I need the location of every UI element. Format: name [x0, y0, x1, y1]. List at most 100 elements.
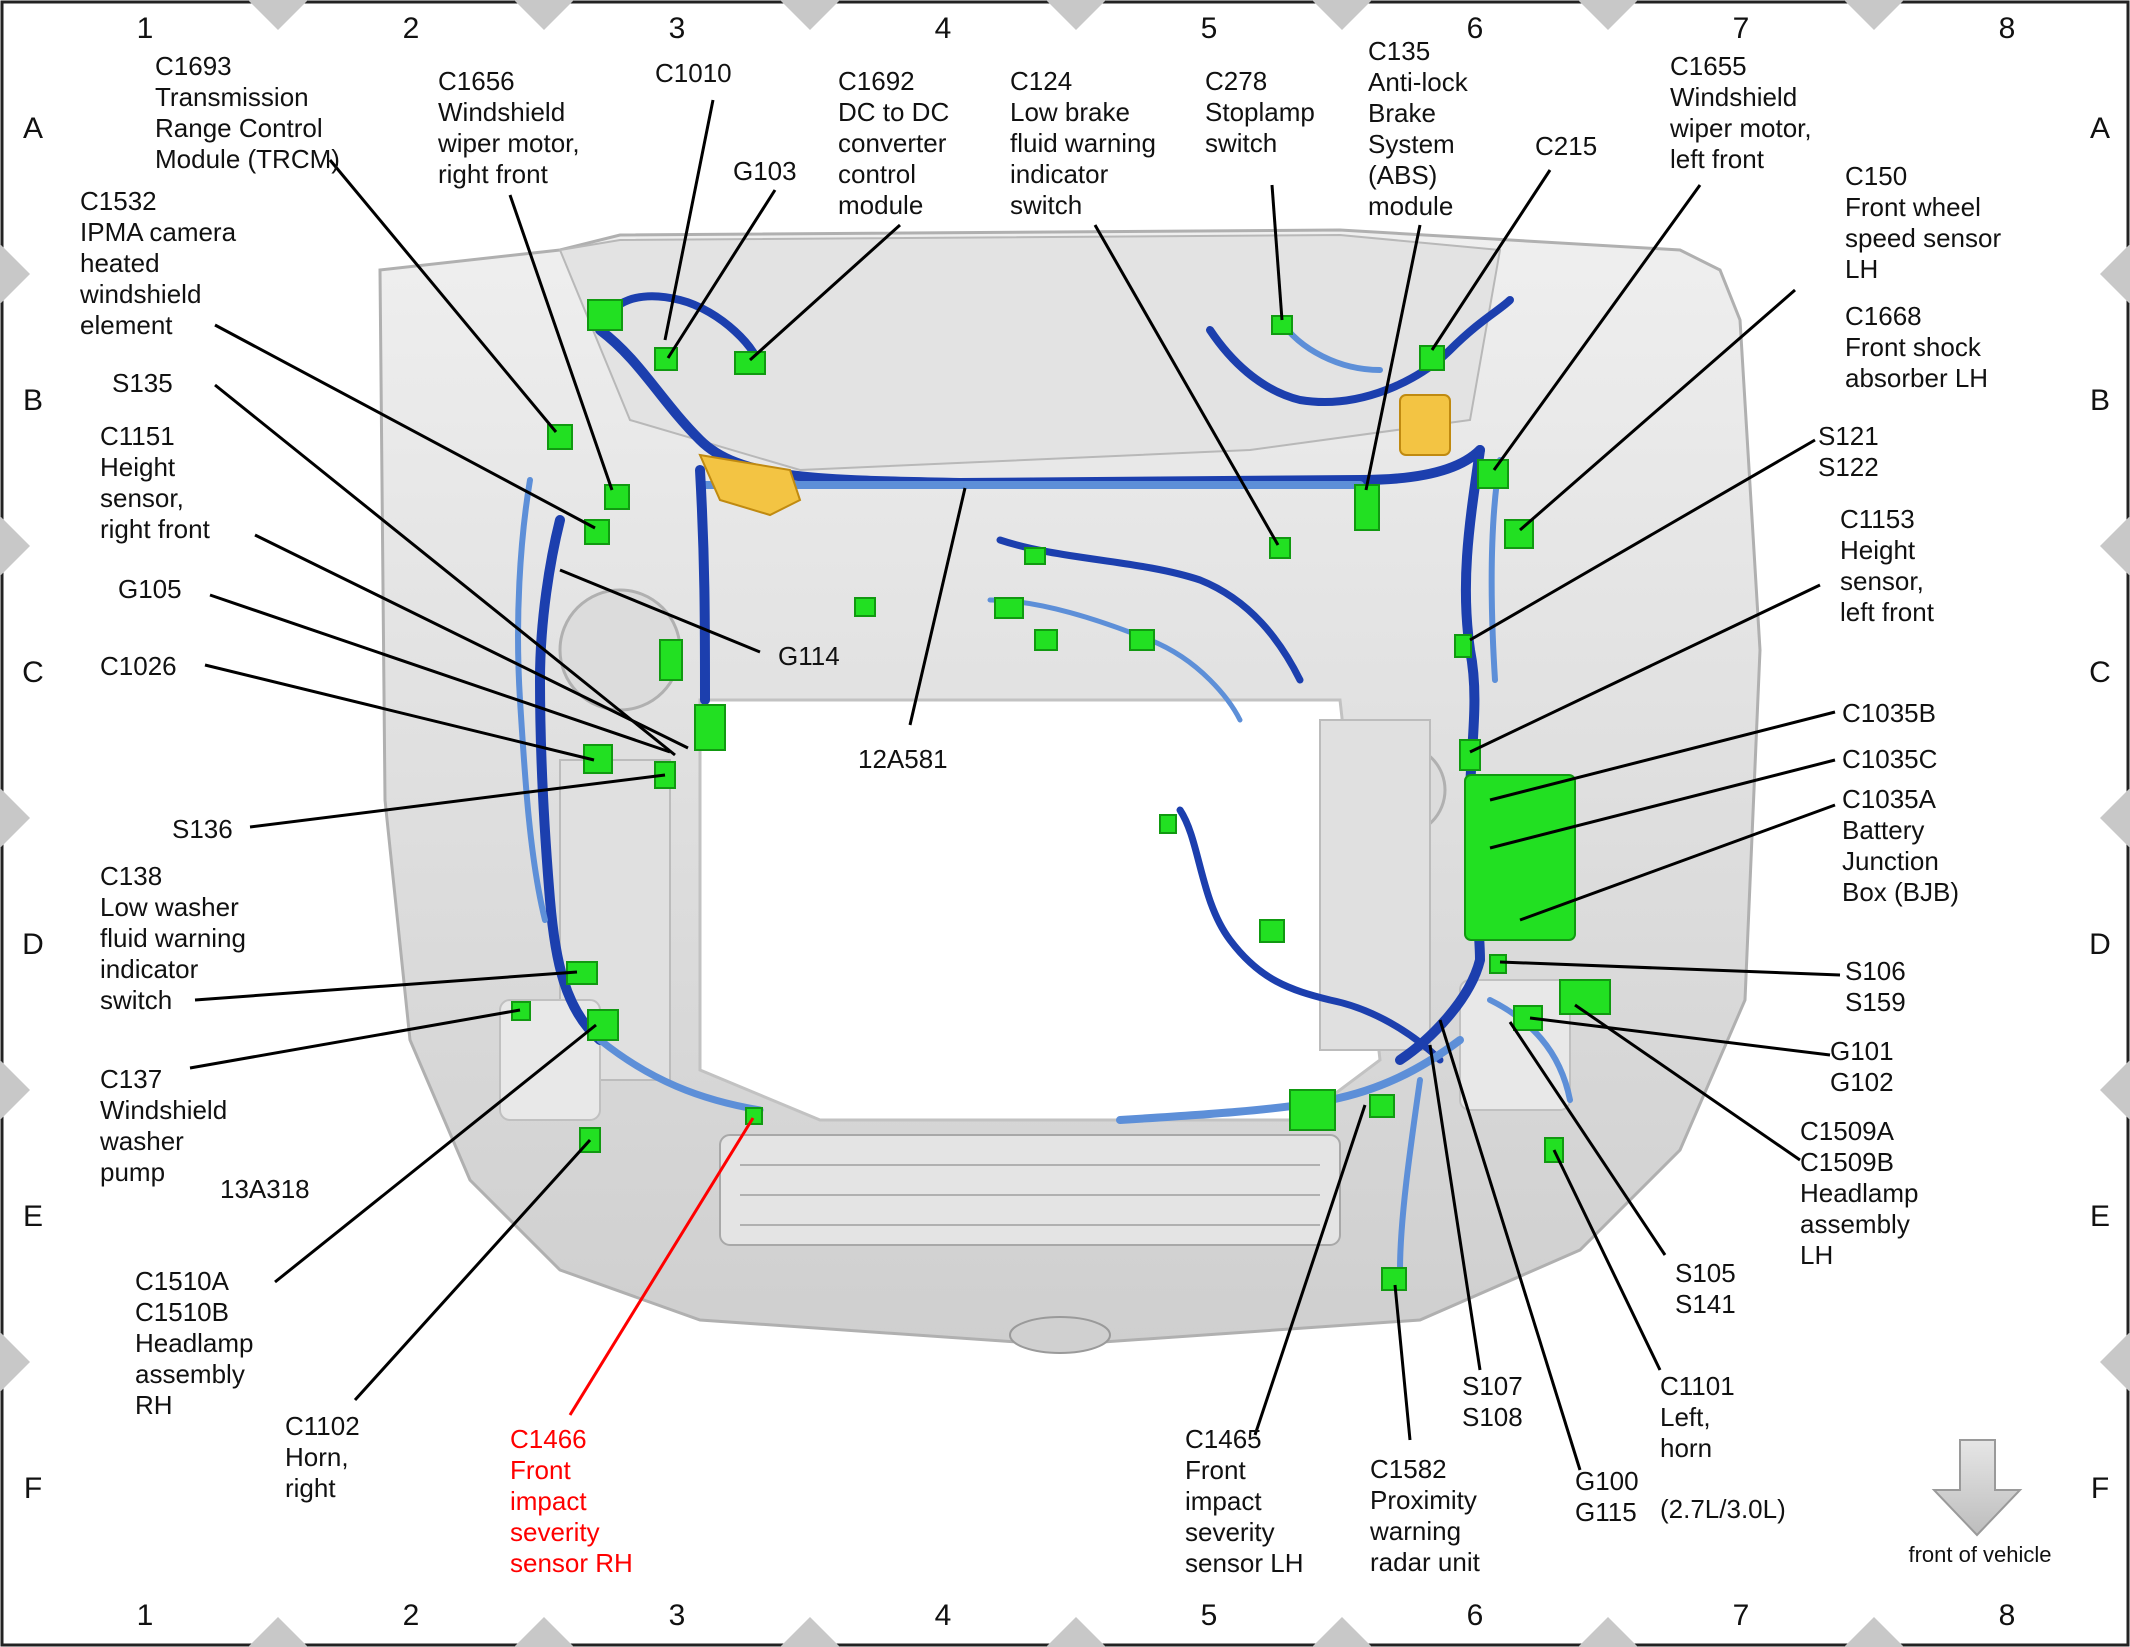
label-line: G103 — [733, 156, 797, 186]
leader-c1035a — [1519, 803, 1836, 922]
label-g114: G114 — [778, 641, 840, 671]
connector-misc-1[interactable] — [994, 597, 1024, 619]
grid-row-left: F — [24, 1472, 42, 1505]
connector-c135[interactable] — [1354, 484, 1380, 531]
connector-misc-7[interactable] — [1034, 629, 1058, 651]
label-line: Left, — [1660, 1402, 1711, 1432]
connectors — [511, 299, 1611, 1291]
label-line: wiper motor, — [437, 128, 580, 158]
label-line: C1509B — [1800, 1147, 1894, 1177]
leader-s105 — [1508, 1021, 1667, 1256]
grid-tick — [780, 0, 840, 30]
label-line: G114 — [778, 641, 840, 671]
label-line: Headlamp — [1800, 1178, 1919, 1208]
grid-row-right: E — [2090, 1200, 2110, 1233]
label-line: C1655 — [1670, 51, 1747, 81]
highlight-connectors — [698, 394, 1451, 517]
grid-col-bottom: 4 — [935, 1599, 952, 1632]
connector-misc-2[interactable] — [1024, 547, 1046, 565]
grid-row-right: A — [2090, 112, 2110, 145]
grid-col-bottom: 3 — [669, 1599, 686, 1632]
cowl-panel — [558, 233, 1502, 472]
label-line: S141 — [1675, 1289, 1736, 1319]
leader-g103 — [666, 189, 777, 359]
label-line: S122 — [1818, 452, 1879, 482]
label-line: G102 — [1830, 1067, 1894, 1097]
label-line: right front — [100, 514, 211, 544]
connector-misc-5[interactable] — [1159, 814, 1177, 834]
grid-row-right: F — [2091, 1472, 2109, 1505]
label-line: C1026 — [100, 651, 177, 681]
connector-bjb[interactable] — [1464, 774, 1576, 941]
connector-c1026[interactable] — [583, 744, 613, 774]
connector-s121[interactable] — [1454, 634, 1472, 658]
label-line: C1692 — [838, 66, 915, 96]
connector-c1656[interactable] — [604, 484, 630, 510]
connector-misc-3[interactable] — [1129, 629, 1155, 651]
connector-c1466[interactable] — [745, 1107, 763, 1125]
connector-c1010[interactable] — [587, 299, 623, 331]
connector-orange-left[interactable] — [1399, 394, 1451, 456]
connector-c1510[interactable] — [587, 1009, 619, 1041]
grid-col-top: 6 — [1467, 12, 1484, 45]
connector-misc-4[interactable] — [1259, 919, 1285, 943]
leader-12a581 — [908, 487, 967, 726]
label-line: warning — [1369, 1516, 1461, 1546]
connector-misc-6[interactable] — [1369, 1094, 1395, 1118]
grid-row-right: B — [2090, 384, 2110, 417]
label-line: C1532 — [80, 186, 157, 216]
leader-s106 — [1499, 960, 1841, 977]
leader-c138 — [194, 970, 578, 1002]
connector-c1465[interactable] — [1289, 1089, 1336, 1131]
connector-misc-8[interactable] — [659, 639, 683, 681]
frame-rail-left — [1319, 719, 1431, 1051]
grid-col-top: 7 — [1733, 12, 1750, 45]
connector-misc-9[interactable] — [854, 597, 876, 617]
grid-row-left: E — [23, 1200, 43, 1233]
grid-tick — [0, 516, 30, 576]
leader-g105 — [209, 593, 671, 754]
connector-orange-right[interactable] — [698, 453, 802, 517]
label-s136: S136 — [172, 814, 233, 844]
grid-col-top: 3 — [669, 12, 686, 45]
connector-c1151[interactable] — [694, 704, 726, 751]
grid-col-bottom: 2 — [403, 1599, 420, 1632]
label-engine-note: (2.7L/3.0L) — [1660, 1494, 1786, 1524]
leader-c1655 — [1492, 184, 1702, 471]
connector-c124[interactable] — [1269, 537, 1291, 559]
grid-tick — [2100, 244, 2130, 304]
connector-c1509[interactable] — [1559, 979, 1611, 1015]
front-of-vehicle-label: front of vehicle — [1908, 1542, 2051, 1567]
label-line: S121 — [1818, 421, 1879, 451]
label-line: G105 — [118, 574, 182, 604]
connector-c1655[interactable] — [1477, 459, 1509, 489]
label-g105: G105 — [118, 574, 182, 604]
harness-front-right — [596, 1036, 764, 1114]
connector-c1153[interactable] — [1459, 739, 1481, 771]
grid-row-right: C — [2089, 656, 2111, 689]
engine-bay-opening — [698, 698, 1382, 1122]
label-line: impact — [1185, 1486, 1262, 1516]
grid-tick — [0, 788, 30, 848]
connector-c1692[interactable] — [734, 351, 766, 375]
connector-s106[interactable] — [1489, 954, 1507, 974]
label-line: S135 — [112, 368, 173, 398]
grid-row-left: D — [22, 928, 44, 961]
grid-tick — [780, 1617, 840, 1647]
grid-tick — [0, 1332, 30, 1392]
grid-tick — [2100, 788, 2130, 848]
label-line: G100 — [1575, 1466, 1639, 1496]
label-line: fluid warning — [1010, 128, 1156, 158]
leader-c1509 — [1574, 1003, 1801, 1162]
leader-s107 — [1428, 1044, 1482, 1371]
